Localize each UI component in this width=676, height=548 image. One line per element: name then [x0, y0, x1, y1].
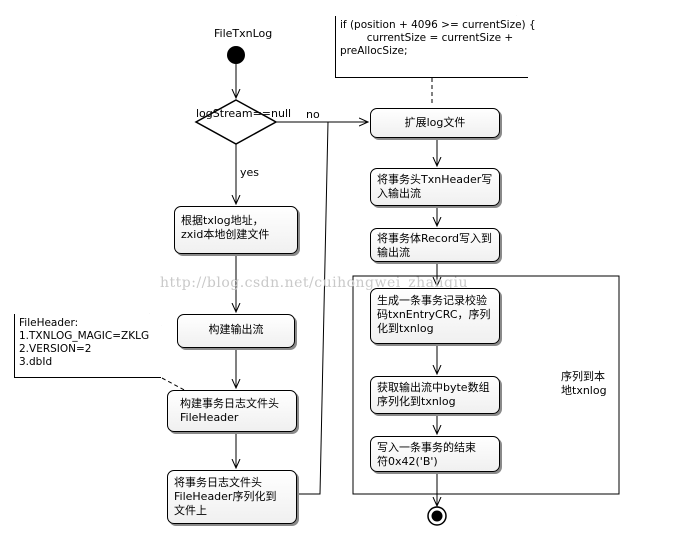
action-write-end-line-2: 符0x42('B'): [377, 455, 438, 468]
branch-no-label: no: [306, 108, 320, 121]
action-extend-file: 扩展log文件: [370, 108, 500, 138]
action-serialize-header: 将事务日志文件头 FileHeader序列化到 文件上: [167, 470, 297, 524]
note-header-line-4: 3.dbId: [19, 356, 53, 368]
decision-label: logStream==null: [196, 107, 292, 120]
partition-label-line-1: 序列到本: [561, 370, 605, 383]
note-header-line-1: FileHeader:: [19, 317, 79, 329]
action-write-txn-header-line-1: 将事务头TxnHeader写: [377, 173, 493, 186]
action-write-record-line-2: 输出流: [377, 246, 410, 259]
action-build-stream-line-1: 构建输出流: [208, 323, 264, 336]
partition-label: 序列到本 地txnlog: [561, 370, 607, 398]
note-header-line-2: 1.TXNLOG_MAGIC=ZKLG: [19, 330, 150, 342]
note-anchor-header: [161, 377, 189, 393]
note-extend-line-2: currentSize = currentSize +: [340, 32, 514, 44]
note-header-line-3: 2.VERSION=2: [19, 343, 92, 355]
action-gen-checksum-line-1: 生成一条事务记录校验: [377, 294, 487, 307]
action-create-file-line-1: 根据txlog地址，: [181, 214, 264, 227]
action-build-header-line-1: 构建事务日志文件头: [180, 397, 279, 410]
action-create-file: 根据txlog地址， zxid本地创建文件: [174, 206, 298, 254]
start-node: [227, 46, 245, 64]
action-gen-checksum: 生成一条事务记录校验 码txnEntryCRC，序列 化到txnlog: [370, 288, 500, 344]
action-serialize-header-line-1: 将事务日志文件头: [174, 476, 262, 489]
action-extend-file-line-1: 扩展log文件: [404, 116, 466, 129]
action-get-bytes-line-1: 获取输出流中byte数组: [377, 381, 490, 394]
action-gen-checksum-line-3: 化到txnlog: [377, 322, 434, 335]
start-label: FileTxnLog: [214, 27, 273, 40]
action-get-bytes-line-2: 序列化到txnlog: [377, 395, 456, 408]
branch-yes-label: yes: [240, 166, 260, 179]
action-create-file-line-2: zxid本地创建文件: [181, 228, 270, 241]
final-node-core: [431, 510, 443, 522]
action-serialize-header-line-3: 文件上: [174, 504, 207, 517]
action-write-txn-header-line-2: 入输出流: [377, 187, 421, 200]
action-write-record-line-1: 将事务体Record写入到: [377, 232, 493, 245]
action-gen-checksum-line-2: 码txnEntryCRC，序列: [377, 308, 491, 321]
partition-label-line-2: 地txnlog: [561, 384, 607, 397]
action-write-record: 将事务体Record写入到 输出流: [370, 228, 500, 262]
action-build-stream: 构建输出流: [177, 314, 295, 348]
action-write-end: 写入一条事务的结束 符0x42('B'): [370, 436, 500, 472]
action-write-end-line-1: 写入一条事务的结束: [377, 441, 476, 454]
flow-serialize-to-extend: [298, 121, 329, 495]
action-build-header-line-2: FileHeader: [180, 411, 239, 424]
action-write-txn-header: 将事务头TxnHeader写 入输出流: [370, 168, 500, 206]
partition-box: [352, 275, 620, 495]
note-extend-condition: if (position + 4096 >= currentSize) { cu…: [335, 16, 536, 78]
action-get-bytes: 获取输出流中byte数组 序列化到txnlog: [370, 376, 500, 414]
note-extend-line-3: preAllocSize;: [340, 45, 408, 57]
action-build-header: 构建事务日志文件头 FileHeader: [167, 390, 297, 432]
note-extend-line-1: if (position + 4096 >= currentSize) {: [340, 19, 536, 31]
watermark: http://blog.csdn.net/cuihongwei_zhanqiu: [160, 275, 468, 291]
action-serialize-header-line-2: FileHeader序列化到: [174, 490, 277, 503]
